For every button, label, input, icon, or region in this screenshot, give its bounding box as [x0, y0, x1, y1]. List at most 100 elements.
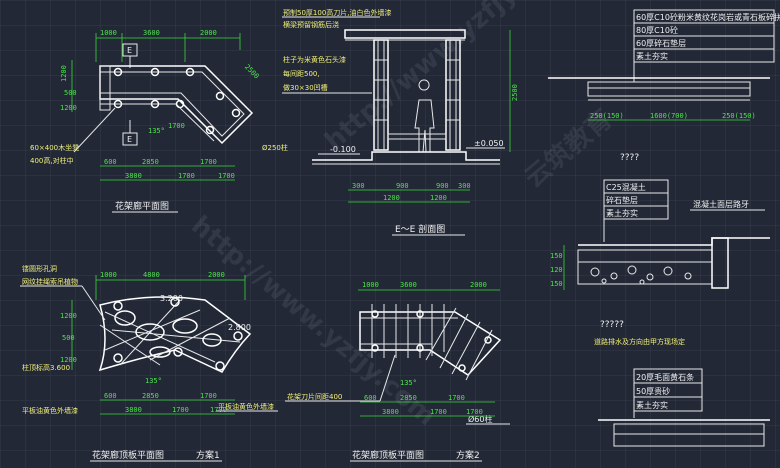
canopy-outline	[98, 296, 252, 373]
svg-text:2850: 2850	[400, 394, 417, 402]
svg-text:2850: 2850	[142, 392, 159, 400]
svg-text:3800: 3800	[125, 406, 142, 414]
svg-text:1200: 1200	[60, 356, 77, 364]
pave2-layer-1: C25混凝土	[606, 182, 646, 192]
pave3-layer-1: 20厚毛面黄石条	[636, 372, 694, 382]
column-right	[445, 39, 461, 151]
pillar	[113, 67, 123, 77]
svg-text:1700: 1700	[466, 408, 483, 416]
svg-text:4800: 4800	[143, 271, 160, 279]
svg-text:135°: 135°	[400, 379, 417, 387]
pave1-caption: ????	[620, 153, 639, 163]
gravel-layer	[577, 261, 713, 285]
pillar	[175, 99, 185, 109]
topa-note-5: 平板油黄色外墙漆	[218, 402, 274, 411]
svg-text:3800: 3800	[125, 172, 142, 180]
pillar	[231, 108, 241, 118]
canopy-hole	[202, 333, 222, 347]
svg-text:120: 120	[550, 266, 563, 274]
svg-text:1700: 1700	[168, 122, 185, 130]
svg-text:500: 500	[62, 334, 75, 342]
pillar	[150, 99, 160, 109]
pillar	[205, 125, 215, 135]
pergola-outline	[359, 311, 502, 376]
svg-text:2500: 2500	[243, 63, 261, 81]
pave1-layer-3: 60厚碎石垫层	[636, 38, 686, 48]
canopy-hole	[149, 346, 171, 358]
bench	[387, 133, 447, 140]
topa-note-3: 柱顶标高3.600	[22, 363, 70, 372]
section-pipe-label: Ø250柱	[262, 143, 288, 152]
plan-note-1: 60×400木坐凳	[30, 143, 79, 152]
scale-figure	[414, 79, 435, 153]
top-plan-scheme-1: 1000 4800 2000 镂圆形孔洞 网纹挂绳索吊植物 柱顶标高3.600 …	[20, 264, 278, 462]
svg-text:900: 900	[436, 182, 449, 190]
svg-text:1700: 1700	[430, 408, 447, 416]
pavement-detail-2: C25混凝土 碎石垫层 素土夯实 混凝土面层路牙 150 120 150 ???…	[550, 179, 770, 346]
plan-dim-top-2: 3600	[143, 29, 160, 37]
svg-text:2000: 2000	[208, 271, 225, 279]
svg-text:1000: 1000	[362, 281, 379, 289]
pave2-caption-2: 道路排水及方向由甲方现场定	[594, 337, 685, 346]
plan-section-mark: E	[127, 46, 132, 55]
svg-text:2500: 2500	[511, 84, 519, 101]
plan-view: 1000 3600 2000 E E 1200 500 1200 2500 17…	[30, 29, 261, 213]
svg-text:1000: 1000	[100, 271, 117, 279]
pave3-layer-3: 素土夯实	[636, 400, 668, 410]
section-note-5: 做30×30凹槽	[283, 83, 328, 92]
topa-elev-1: 3.200	[160, 294, 183, 303]
pillar	[185, 67, 195, 77]
pave3-layer-2: 50厚贵砂	[636, 386, 670, 396]
plan-angle: 135°	[148, 127, 165, 135]
pillar	[113, 99, 123, 109]
topa-title: 花架廊顶板平面图	[92, 449, 164, 461]
top-plan-scheme-2: 1000 3600 2000 花架刀片间距400 Ø60柱 135° 600 2…	[285, 281, 510, 462]
pave2-caption-1: ?????	[600, 320, 624, 330]
svg-text:1700: 1700	[200, 392, 217, 400]
pave1-layer-2: 80厚C10砼	[636, 25, 678, 35]
svg-text:1200: 1200	[60, 312, 77, 320]
svg-text:900: 900	[396, 182, 409, 190]
pave2-layer-2: 碎石垫层	[606, 195, 638, 205]
svg-text:1700: 1700	[448, 394, 465, 402]
topa-note-2: 网纹挂绳索吊植物	[22, 277, 78, 286]
svg-text:3600: 3600	[400, 281, 417, 289]
plan-note-2: 400高,对柱中	[30, 156, 74, 165]
svg-text:2850: 2850	[142, 158, 159, 166]
plan-title: 花架廊平面图	[115, 200, 169, 212]
ground-line	[312, 151, 500, 161]
svg-text:600: 600	[364, 394, 377, 402]
pillar	[150, 67, 160, 77]
plan-dim-top-3: 2000	[200, 29, 217, 37]
topb-title: 花架廊顶板平面图	[352, 449, 424, 461]
watermark-1: http://www.yzfjy.com	[319, 0, 575, 157]
svg-text:1700: 1700	[172, 406, 189, 414]
svg-text:3800: 3800	[382, 408, 399, 416]
pavement-detail-1: 60厚C10砼粉米黄纹花岗岩或青石板碎拼 80厚C10砼 60厚碎石垫层 素土夯…	[548, 9, 780, 163]
pave2-side-note: 混凝土面层路牙	[693, 199, 749, 209]
plan-dim-top-1: 1000	[100, 29, 117, 37]
topb-scheme: 方案2	[456, 449, 480, 461]
pave2-surface	[578, 237, 770, 246]
section-note-4: 每间距500,	[283, 69, 320, 78]
svg-text:1700: 1700	[218, 172, 235, 180]
svg-text:1700: 1700	[200, 158, 217, 166]
watermark-2: 云筑教育	[519, 103, 619, 194]
svg-text:500: 500	[64, 89, 77, 97]
svg-text:1700: 1700	[210, 406, 227, 414]
svg-text:E: E	[127, 135, 132, 144]
svg-text:600: 600	[104, 392, 117, 400]
pavement-detail-3: 20厚毛面黄石条 50厚贵砂 素土夯实	[598, 368, 770, 447]
svg-text:150: 150	[550, 252, 563, 260]
section-note-2: 横梁预留钢筋后浇	[283, 20, 339, 29]
canopy-hole	[135, 323, 165, 341]
topa-scheme: 方案1	[196, 449, 220, 461]
pave1-layer-1: 60厚C10砼粉米黄纹花岗岩或青石板碎拼	[636, 12, 780, 22]
svg-text:1200: 1200	[430, 194, 447, 202]
svg-text:1200: 1200	[383, 194, 400, 202]
topb-note-1: 花架刀片间距400	[287, 392, 342, 401]
svg-text:600: 600	[104, 158, 117, 166]
section-note-1: 预制50厚100高刀片,油白色外墙漆	[283, 8, 392, 17]
